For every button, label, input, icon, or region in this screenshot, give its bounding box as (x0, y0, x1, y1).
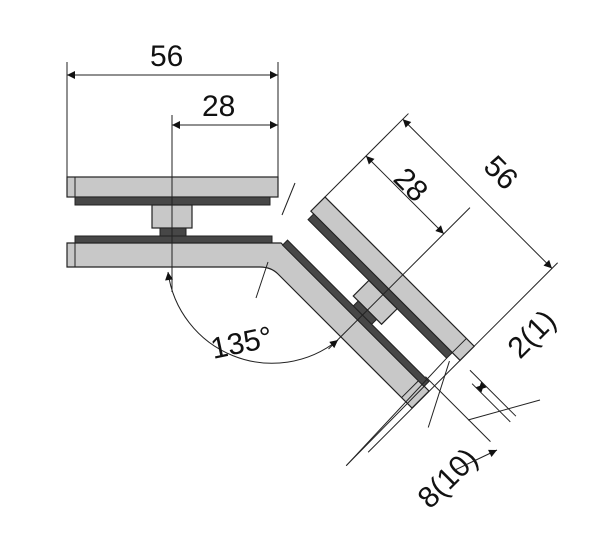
thread (159, 227, 187, 237)
bottom-gasket (74, 235, 273, 244)
dim-glass-thickness: 8(10) (412, 442, 485, 515)
dim-angled-overall: 56 (477, 150, 524, 197)
dim-angled-center: 28 (387, 162, 434, 209)
dim-angle: 135° (208, 321, 276, 366)
dim-overall-width: 56 (150, 40, 183, 73)
thickness-dim-line (467, 399, 541, 421)
angled-top-plate (310, 196, 476, 362)
dim-center-offset: 28 (202, 90, 235, 123)
horizontal-dimensions: 56 28 (66, 40, 296, 299)
dim-gasket: 2(1) (502, 304, 563, 365)
